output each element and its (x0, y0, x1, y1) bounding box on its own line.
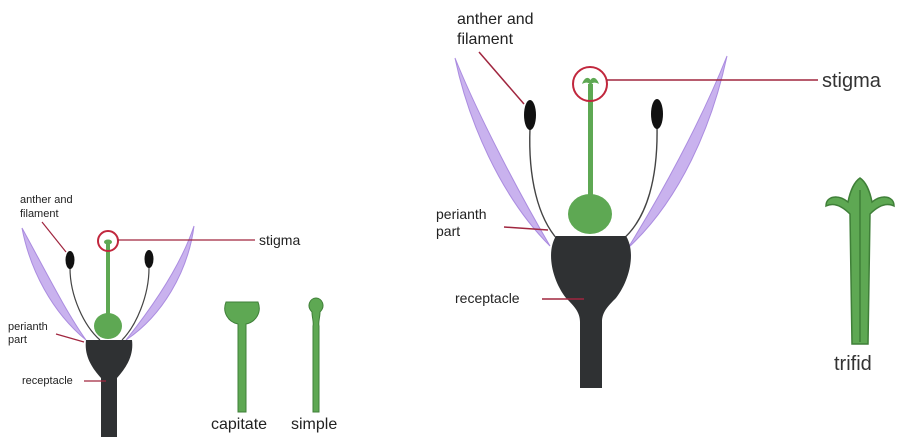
left-anther-left (66, 251, 75, 269)
left-receptacle-label: receptacle (22, 375, 73, 387)
right-perianth-leader (504, 227, 548, 230)
left-stigma-label: stigma (259, 232, 300, 248)
right-petal-right (628, 56, 727, 248)
left-anther-right (145, 250, 154, 268)
left-anther-leader (42, 222, 66, 252)
simple-label: simple (291, 416, 337, 433)
right-ovary (568, 194, 612, 234)
stigma-type-trifid: trifid (826, 178, 894, 375)
right-receptacle (551, 236, 631, 388)
left-style (106, 244, 110, 318)
left-petal-right (126, 226, 194, 340)
right-style (588, 84, 593, 210)
left-ovary (94, 313, 122, 339)
simple-shape (309, 298, 323, 412)
left-receptacle (86, 340, 133, 437)
right-stigma-tip (582, 78, 599, 86)
stigma-type-capitate: capitate (211, 302, 267, 433)
left-stigma-tip (104, 240, 112, 245)
right-anther-left (524, 100, 536, 130)
stigma-type-simple: simple (291, 298, 337, 433)
right-stigma-label: stigma (822, 70, 882, 92)
right-anther-right (651, 99, 663, 129)
right-receptacle-label: receptacle (455, 290, 520, 306)
trifid-label: trifid (834, 353, 872, 375)
capitate-label: capitate (211, 416, 267, 433)
right-anther-leader (479, 52, 524, 104)
capitate-shape (225, 302, 260, 412)
